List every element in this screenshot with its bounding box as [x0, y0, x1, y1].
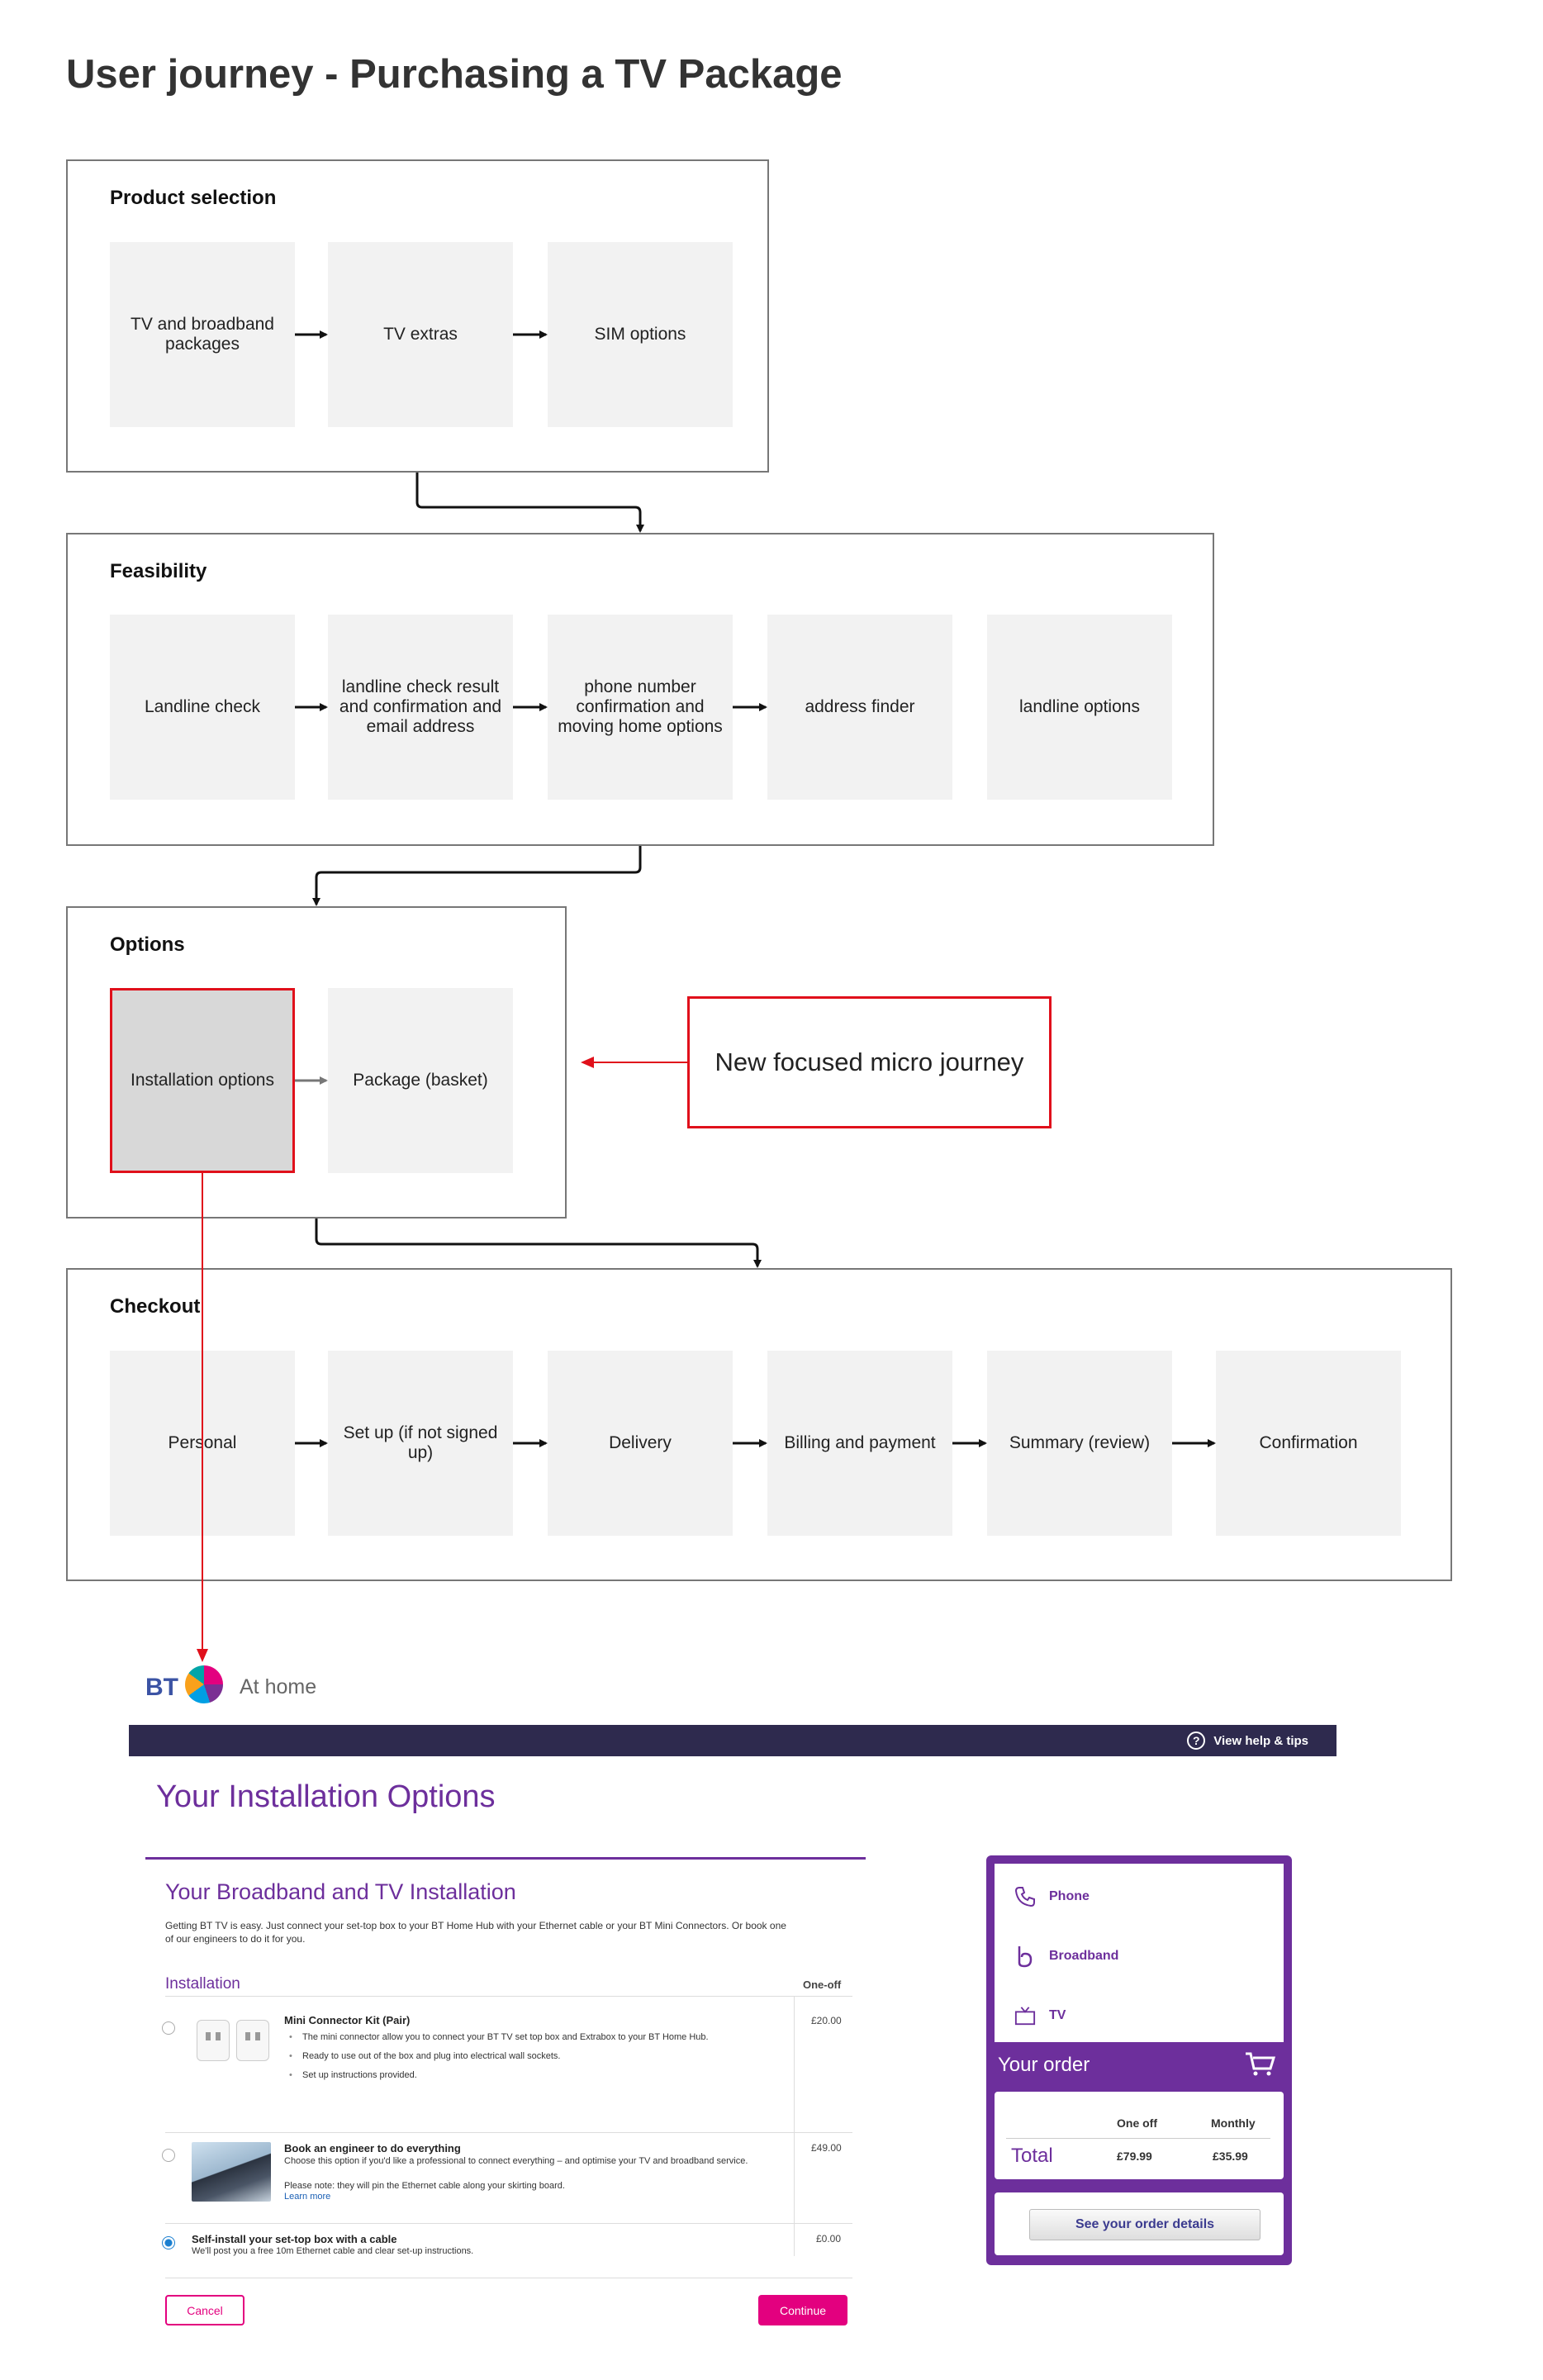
- option-title: Mini Connector Kit (Pair): [284, 2014, 411, 2026]
- order-totals: One off Monthly Total £79.99 £35.99: [995, 2092, 1284, 2179]
- phone-icon: [1014, 1885, 1036, 1908]
- radio-mini-connector[interactable]: [162, 2021, 175, 2035]
- product-label: Phone: [1049, 1889, 1090, 1903]
- callout-new-micro-journey: New focused micro journey: [687, 996, 1052, 1128]
- page-title: User journey - Purchasing a TV Package: [66, 52, 843, 97]
- help-link[interactable]: ? View help & tips: [1187, 1732, 1308, 1750]
- help-icon: ?: [1187, 1732, 1206, 1750]
- total-monthly: £35.99: [1213, 2150, 1248, 2163]
- step-confirmation: Confirmation: [1216, 1351, 1401, 1536]
- step-installation-options: Installation options: [110, 988, 295, 1173]
- option-bullet: The mini connector allow you to connect …: [284, 2031, 780, 2043]
- section-title: Your Broadband and TV Installation: [165, 1879, 516, 1904]
- option-title: Book an engineer to do everything: [284, 2142, 461, 2154]
- option-bullet: Ready to use out of the box and plug int…: [284, 2050, 780, 2062]
- total-one-off: £79.99: [1117, 2150, 1152, 2163]
- bt-at-home: At home: [240, 1675, 317, 1698]
- order-title: Your order: [998, 2054, 1090, 2076]
- stage-label: Options: [110, 933, 185, 956]
- bt-logo-text: BT: [145, 1674, 178, 1701]
- step-address-finder: address finder: [767, 615, 952, 800]
- step-tv-broadband-packages: TV and broadband packages: [110, 242, 295, 427]
- bt-logo: BT: [144, 1665, 226, 1705]
- option-text: Choose this option if you'd like a profe…: [284, 2156, 748, 2166]
- installation-panel: Your Broadband and TV Installation Getti…: [145, 1857, 866, 2336]
- step-personal: Personal: [110, 1351, 295, 1536]
- bt-globe-icon: [185, 1665, 223, 1703]
- mini-connector-image: [197, 2017, 273, 2066]
- order-details-panel: See your order details: [995, 2192, 1284, 2255]
- divider: [1006, 2138, 1270, 2139]
- help-label: View help & tips: [1213, 1733, 1308, 1748]
- product-phone: Phone: [1014, 1885, 1090, 1908]
- order-products: Phone Broadband TV: [995, 1864, 1284, 2042]
- option-title: Self-install your set-top box with a cab…: [192, 2233, 397, 2245]
- step-landline-options: landline options: [987, 615, 1172, 800]
- step-phone-number-confirmation: phone number confirmation and moving hom…: [548, 615, 733, 800]
- step-set-up: Set up (if not signed up): [328, 1351, 513, 1536]
- option-bullet: Set up instructions provided.: [284, 2069, 780, 2081]
- engineer-image: [192, 2142, 271, 2202]
- divider: [165, 1996, 852, 1997]
- radio-self-install[interactable]: [162, 2236, 175, 2249]
- broadband-icon: [1014, 1945, 1036, 1968]
- stage-label: Feasibility: [110, 560, 207, 582]
- option-note: Please note: they will pin the Ethernet …: [284, 2181, 565, 2191]
- bt-page-title: Your Installation Options: [156, 1779, 496, 1814]
- option-price: £49.00: [811, 2142, 842, 2154]
- radio-engineer[interactable]: [162, 2149, 175, 2162]
- see-order-details-button[interactable]: See your order details: [1029, 2209, 1261, 2240]
- product-label: Broadband: [1049, 1949, 1119, 1963]
- divider: [165, 2223, 852, 2224]
- product-broadband: Broadband: [1014, 1945, 1118, 1968]
- step-sim-options: SIM options: [548, 242, 733, 427]
- order-summary: Phone Broadband TV Your order One off Mo…: [986, 1855, 1292, 2265]
- tv-icon: [1014, 2004, 1036, 2027]
- continue-button[interactable]: Continue: [758, 2295, 847, 2325]
- step-summary-review: Summary (review): [987, 1351, 1172, 1536]
- intro-text: Getting BT TV is easy. Just connect your…: [165, 1920, 786, 1945]
- option-text: We'll post you a free 10m Ethernet cable…: [192, 2246, 474, 2256]
- divider: [794, 1996, 795, 2256]
- cancel-button[interactable]: Cancel: [165, 2295, 245, 2325]
- step-landline-check: Landline check: [110, 615, 295, 800]
- option-price: £20.00: [811, 2015, 842, 2026]
- bt-nav-bar: ? View help & tips: [129, 1725, 1336, 1756]
- divider: [165, 2132, 852, 2133]
- col-installation: Installation: [165, 1975, 240, 1993]
- product-label: TV: [1049, 2008, 1066, 2022]
- stage-label: Checkout: [110, 1295, 201, 1318]
- col-one-off: One-off: [803, 1979, 842, 1991]
- option-price: £0.00: [816, 2233, 842, 2245]
- step-tv-extras: TV extras: [328, 242, 513, 427]
- option-bullets: The mini connector allow you to connect …: [284, 2031, 780, 2088]
- product-tv: TV: [1014, 2004, 1066, 2027]
- cart-icon: [1244, 2050, 1277, 2077]
- step-landline-check-result: landline check result and confirmation a…: [328, 615, 513, 800]
- total-label: Total: [1011, 2145, 1053, 2167]
- col-one-off: One off: [1117, 2116, 1157, 2130]
- step-package-basket: Package (basket): [328, 988, 513, 1173]
- step-delivery: Delivery: [548, 1351, 733, 1536]
- learn-more-link[interactable]: Learn more: [284, 2192, 331, 2202]
- step-billing-payment: Billing and payment: [767, 1351, 952, 1536]
- col-monthly: Monthly: [1211, 2116, 1256, 2130]
- stage-label: Product selection: [110, 187, 277, 209]
